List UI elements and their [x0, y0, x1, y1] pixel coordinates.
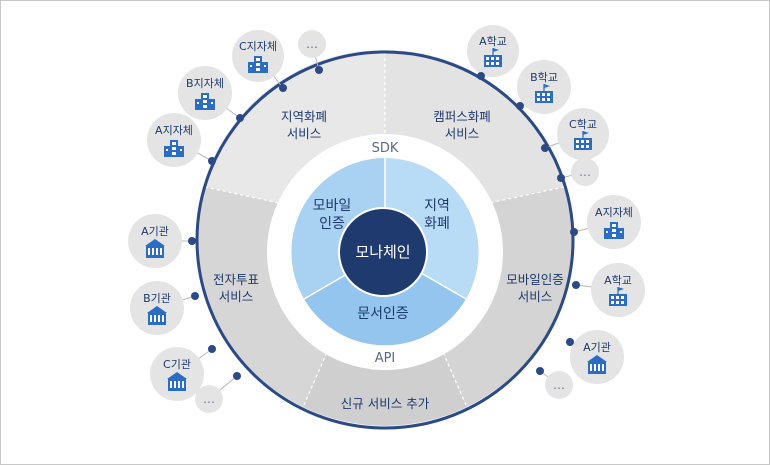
- bubble-label: C기관: [163, 358, 191, 371]
- segment-e-voting: [195, 186, 334, 407]
- bubble-circle: [195, 385, 223, 413]
- bubble-group: C지자체 … B지자체 A지자체 A학교 B학교 C학교 … A지자체 A학교 A기관 … A기관 B기관…: [128, 25, 645, 413]
- ring-dot: [572, 281, 580, 289]
- institution-icon: [167, 372, 187, 391]
- school-icon: [574, 131, 592, 150]
- bubble-label: A기관: [141, 225, 169, 238]
- ring-dot: [191, 292, 199, 300]
- satellite-bubble: …: [298, 30, 326, 74]
- satellite-bubble: …: [536, 367, 573, 399]
- bubble-label: A기관: [583, 341, 611, 354]
- school-icon: [535, 84, 553, 103]
- outer-border: [195, 50, 575, 430]
- bubble-label: A학교: [604, 274, 632, 287]
- satellite-bubble: B지자체: [178, 66, 244, 122]
- segment-campus-currency-line1: 캠퍼스화폐: [433, 109, 491, 124]
- bubble-ellipsis: …: [579, 165, 591, 179]
- institution-icon: [587, 355, 607, 374]
- city-hall-icon: [248, 56, 268, 73]
- school-icon: [609, 287, 627, 306]
- ring-dot: [208, 157, 216, 165]
- ring-dot: [566, 338, 574, 346]
- segment-mobile-auth-line1: 모바일인증: [506, 272, 564, 287]
- ring-api-label: API: [375, 351, 396, 366]
- satellite-bubble: B학교: [516, 60, 571, 114]
- ring-dot: [541, 144, 549, 152]
- bubble-label: C학교: [569, 118, 597, 131]
- segment-campus-currency: [385, 49, 566, 209]
- satellite-bubble: C학교: [541, 108, 609, 160]
- center-circle: [338, 207, 428, 297]
- segment-e-voting-line2: 서비스: [219, 289, 254, 304]
- ring-dot: [236, 114, 244, 122]
- segment-e-voting-line1: 전자투표: [213, 272, 259, 287]
- bubble-ellipsis: …: [553, 378, 565, 392]
- segment-local-currency-line2: 서비스: [287, 126, 322, 141]
- bubble-label: A지자체: [155, 124, 193, 137]
- ring-dot: [477, 72, 485, 80]
- satellite-bubble: A기관: [128, 214, 196, 268]
- satellite-bubble: C기관: [150, 345, 216, 401]
- bubble-ellipsis: …: [203, 392, 215, 406]
- satellite-bubble: A학교: [572, 263, 645, 317]
- ring-dot: [570, 228, 578, 236]
- segment-local-currency: [203, 49, 385, 209]
- satellite-bubble: A기관: [566, 330, 624, 384]
- ring-dot: [233, 372, 241, 380]
- bubble-label: B지자체: [186, 77, 224, 90]
- satellite-bubble: A지자체: [570, 195, 641, 249]
- institution-icon: [145, 239, 165, 258]
- segment-campus-currency-line2: 서비스: [445, 126, 480, 141]
- ring-dot: [557, 174, 565, 182]
- satellite-bubble: C지자체: [232, 30, 287, 92]
- outer-ring: [195, 49, 574, 426]
- bubble-ellipsis: …: [306, 37, 318, 51]
- core-doc-sector: [304, 252, 466, 346]
- city-hall-icon: [164, 140, 184, 157]
- satellite-bubble: …: [557, 158, 599, 186]
- ring-dot: [208, 345, 216, 353]
- ring-sdk-label: SDK: [372, 141, 399, 156]
- bubble-circle: [545, 371, 573, 399]
- institution-icon: [147, 306, 167, 325]
- core-mobile-line2: 인증: [319, 216, 345, 232]
- bubble-label: B기관: [143, 292, 171, 305]
- bubble-circle: [298, 30, 326, 58]
- core-local-line1: 지역: [424, 198, 450, 214]
- segment-new-service-line1: 신규 서비스 추가: [341, 396, 430, 411]
- school-icon: [484, 48, 502, 67]
- segment-local-currency-line1: 지역화폐: [281, 109, 327, 124]
- bubble-label: A지자체: [595, 206, 633, 219]
- ring-dot: [279, 84, 287, 92]
- ring-dot: [188, 237, 196, 245]
- city-hall-icon: [604, 222, 624, 239]
- satellite-bubble: B기관: [130, 281, 199, 335]
- bubble-label: C지자체: [239, 40, 277, 53]
- segment-mobile-auth: [436, 186, 574, 407]
- core-mobile-line1: 모바일: [313, 198, 352, 214]
- ring-dot: [536, 367, 544, 375]
- core-doc-line1: 문서인증: [357, 306, 409, 322]
- core-local-line2: 화폐: [424, 216, 450, 232]
- segment-mobile-auth-line2: 서비스: [518, 289, 553, 304]
- satellite-bubble: A지자체: [147, 113, 216, 167]
- bubble-label: A학교: [479, 35, 507, 48]
- ring-dot: [516, 102, 524, 110]
- center-label: 모나체인: [355, 243, 410, 261]
- ring-dot: [315, 66, 323, 74]
- bubble-label: B학교: [530, 71, 558, 84]
- city-hall-icon: [195, 93, 215, 110]
- satellite-bubble: …: [195, 372, 241, 413]
- bubble-circle: [571, 158, 599, 186]
- satellite-bubble: A학교: [467, 25, 519, 80]
